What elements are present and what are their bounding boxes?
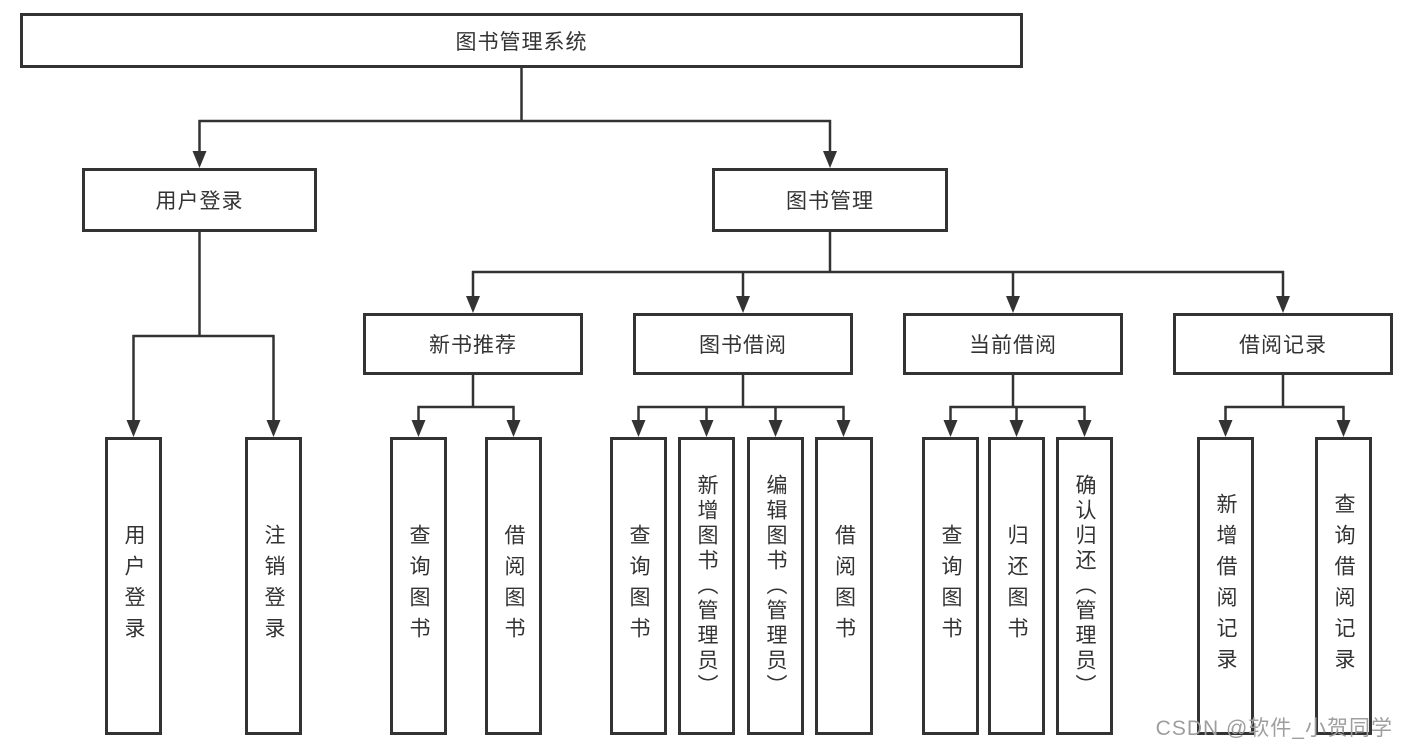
- node-label: 新增图书（管理员）: [695, 473, 718, 699]
- node-label: 归还图书: [1005, 524, 1028, 648]
- node-query-books-current: 查询图书: [922, 437, 979, 735]
- node-label: 注销登录: [262, 524, 285, 648]
- node-label: 借阅图书: [502, 524, 525, 648]
- node-book-borrow: 图书借阅: [633, 313, 853, 375]
- node-label: 用户登录: [122, 524, 145, 648]
- node-label: 借阅图书: [832, 524, 856, 648]
- node-label: 借阅记录: [1239, 334, 1327, 357]
- node-label: 编辑图书（管理员）: [764, 473, 787, 699]
- node-current-borrow: 当前借阅: [903, 313, 1123, 375]
- node-borrow-records: 借阅记录: [1173, 313, 1393, 375]
- watermark-text: CSDN @软件_小贺同学: [1155, 717, 1393, 740]
- node-new-book-recommend: 新书推荐: [363, 313, 583, 375]
- node-query-books-borrow: 查询图书: [610, 437, 667, 735]
- node-label: 图书管理: [786, 190, 874, 213]
- node-label: 查询借阅记录: [1332, 493, 1355, 679]
- node-return-books: 归还图书: [988, 437, 1045, 735]
- node-add-borrow-record: 新增借阅记录: [1197, 437, 1254, 735]
- node-label: 查询图书: [627, 524, 650, 648]
- node-borrow-books-action: 借阅图书: [815, 437, 873, 735]
- node-label: 用户登录: [155, 190, 244, 213]
- node-user-login: 用户登录: [82, 168, 317, 232]
- node-label: 查询图书: [939, 524, 962, 648]
- node-logout-action: 注销登录: [245, 437, 302, 735]
- node-label: 查询图书: [407, 524, 430, 648]
- node-label: 确认归还（管理员）: [1073, 473, 1096, 699]
- node-label: 图书借阅: [699, 334, 787, 357]
- node-confirm-return-admin: 确认归还（管理员）: [1056, 437, 1113, 735]
- node-add-books-admin: 新增图书（管理员）: [678, 437, 735, 735]
- node-query-books-recommend: 查询图书: [390, 437, 447, 735]
- node-label: 图书管理系统: [455, 30, 588, 54]
- node-label: 新增借阅记录: [1214, 493, 1237, 679]
- node-user-login-action: 用户登录: [105, 437, 162, 735]
- node-root: 图书管理系统: [20, 13, 1023, 68]
- node-query-borrow-record: 查询借阅记录: [1315, 437, 1372, 735]
- node-borrow-books-recommend: 借阅图书: [485, 437, 542, 735]
- node-label: 新书推荐: [429, 334, 517, 357]
- node-book-management: 图书管理: [712, 168, 948, 232]
- node-edit-books-admin: 编辑图书（管理员）: [747, 437, 804, 735]
- node-label: 当前借阅: [969, 334, 1057, 357]
